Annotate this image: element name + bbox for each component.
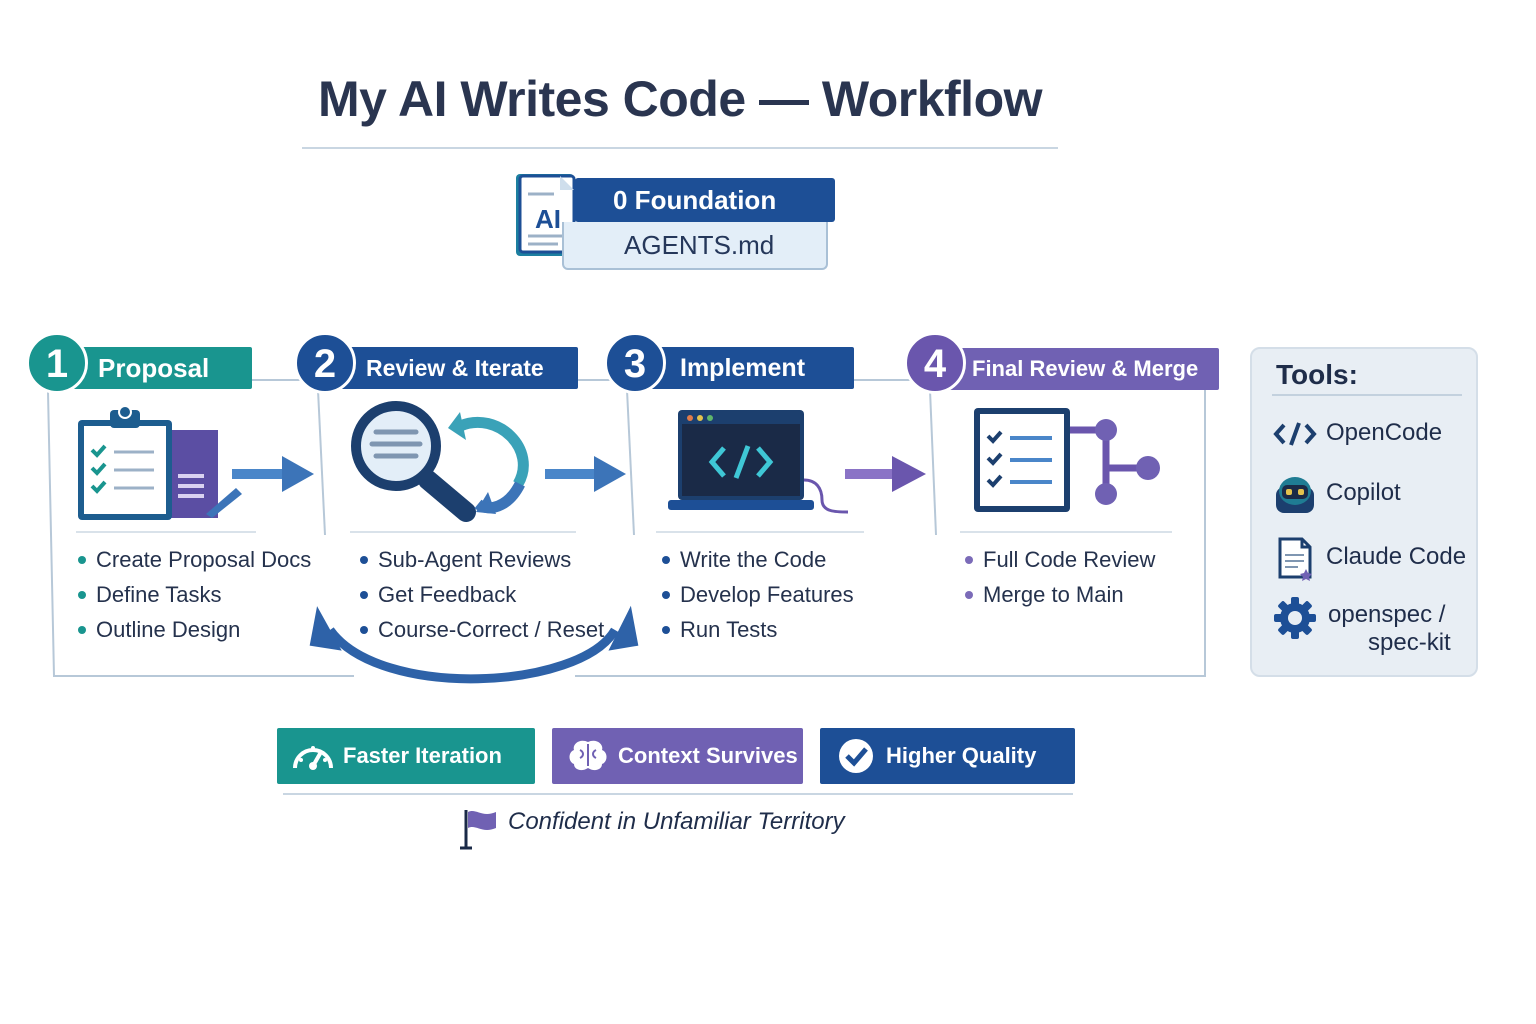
benefit-label: Higher Quality xyxy=(886,743,1037,768)
list-item: Develop Features xyxy=(662,577,854,612)
benefit-faster-iteration: Faster Iteration xyxy=(277,728,535,784)
benefit-context-survives: Context Survives xyxy=(552,728,803,784)
tagline: Confident in Unfamiliar Territory xyxy=(508,808,845,835)
step-4-divider xyxy=(960,531,1172,533)
ai-icon-text: AI xyxy=(535,204,561,234)
foundation-header: 0 Foundation xyxy=(575,178,835,222)
list-item: Merge to Main xyxy=(965,577,1155,612)
magnifier-review-icon xyxy=(351,401,529,522)
checkmark-icon xyxy=(839,739,873,773)
gear-icon xyxy=(1274,597,1316,639)
tool-label: OpenCode xyxy=(1326,419,1443,446)
tool-label: openspec / xyxy=(1328,601,1446,628)
flag-icon xyxy=(460,810,496,850)
step-2-number: 2 xyxy=(294,332,356,394)
loop-back-arrow xyxy=(309,605,639,684)
step-3-tab: Implement xyxy=(636,347,854,389)
step-4-number: 4 xyxy=(904,332,966,394)
step-1-bullets: Create Proposal Docs Define Tasks Outlin… xyxy=(78,542,311,647)
document-icon xyxy=(1278,537,1312,581)
title-divider xyxy=(302,147,1058,149)
step-3-number: 3 xyxy=(604,332,666,394)
step-1-divider xyxy=(76,531,256,533)
tools-title: Tools: xyxy=(1276,359,1358,390)
tool-label: Claude Code xyxy=(1326,543,1467,570)
step-3-label: Implement xyxy=(680,354,806,382)
list-item: Run Tests xyxy=(662,612,854,647)
checklist-merge-icon xyxy=(974,408,1160,512)
step-4-bullets: Full Code Review Merge to Main xyxy=(965,542,1155,612)
step-4-tab: Final Review & Merge xyxy=(938,348,1219,390)
arrow-3-to-4 xyxy=(845,456,926,492)
step-4-label: Final Review & Merge xyxy=(972,356,1199,381)
laptop-code-icon xyxy=(668,410,849,514)
list-item: Sub-Agent Reviews xyxy=(360,542,604,577)
list-item: Create Proposal Docs xyxy=(78,542,311,577)
benefit-label: Context Survives xyxy=(618,743,798,768)
step-1-number: 1 xyxy=(26,332,88,394)
list-item: Course-Correct / Reset xyxy=(360,612,604,647)
benefit-label: Faster Iteration xyxy=(343,743,502,768)
page-title: My AI Writes Code — Workflow xyxy=(317,71,1043,127)
tool-label: spec-kit xyxy=(1368,629,1451,656)
step-2-tab: Review & Iterate xyxy=(326,347,578,389)
tools-divider xyxy=(1272,394,1462,396)
arrow-2-to-3 xyxy=(545,456,626,492)
arrow-1-to-2 xyxy=(232,456,314,492)
tool-label: Copilot xyxy=(1326,479,1401,506)
step-1-tab: Proposal xyxy=(56,347,252,389)
step-1-label: Proposal xyxy=(98,353,210,383)
clipboard-icon xyxy=(78,405,242,520)
benefits-divider xyxy=(283,793,1073,795)
brain-icon xyxy=(569,740,607,771)
list-item: Define Tasks xyxy=(78,577,311,612)
step-3-divider xyxy=(656,531,864,533)
benefit-higher-quality: Higher Quality xyxy=(820,728,1075,784)
step-3-bullets: Write the Code Develop Features Run Test… xyxy=(662,542,854,647)
robot-icon xyxy=(1276,477,1314,513)
step-2-label: Review & Iterate xyxy=(366,355,544,381)
ai-document-icon: AI xyxy=(516,174,576,256)
step-2-divider xyxy=(350,531,576,533)
step-2-bullets: Sub-Agent Reviews Get Feedback Course-Co… xyxy=(360,542,604,647)
list-item: Write the Code xyxy=(662,542,854,577)
speedometer-icon xyxy=(293,746,333,770)
list-item: Full Code Review xyxy=(965,542,1155,577)
tools-panel: Tools: OpenCode Copilot Claude Code xyxy=(1250,347,1478,677)
code-brackets-icon xyxy=(1273,422,1317,446)
list-item: Get Feedback xyxy=(360,577,604,612)
list-item: Outline Design xyxy=(78,612,311,647)
foundation-file: AGENTS.md xyxy=(562,222,828,270)
